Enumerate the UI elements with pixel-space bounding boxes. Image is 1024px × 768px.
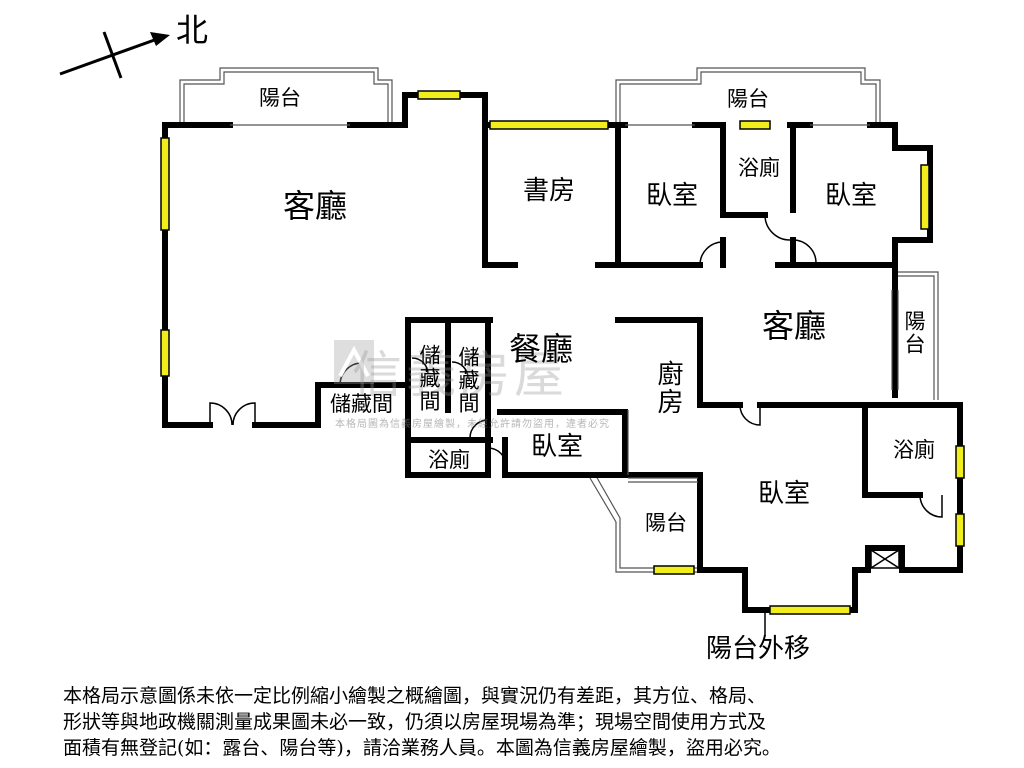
room-storage-2: 儲藏間 bbox=[417, 344, 441, 413]
thin-walls bbox=[230, 124, 899, 483]
room-dining: 餐廳 bbox=[509, 330, 574, 368]
balcony-outline-right bbox=[895, 271, 939, 400]
brand-logo-icon bbox=[334, 340, 374, 384]
room-balcony-small: 陽台 bbox=[645, 511, 687, 535]
room-bathroom-1: 浴廁 bbox=[738, 156, 780, 180]
disclaimer-line-3: 面積有無登記(如：露台、陽台等)，請洽業務人員。本圖為信義房屋繪製，盜用必究。 bbox=[63, 737, 781, 759]
watermark-brand: 信義房屋 bbox=[352, 346, 568, 404]
room-storage-1: 儲藏間 bbox=[330, 392, 393, 416]
room-bedroom-3: 臥室 bbox=[531, 432, 584, 462]
north-label: 北 bbox=[176, 11, 209, 49]
doors bbox=[209, 214, 943, 518]
room-balcony-top-right: 陽台 bbox=[727, 87, 769, 111]
room-bathroom-3: 浴廁 bbox=[893, 438, 935, 462]
room-living-2: 客廳 bbox=[762, 307, 827, 345]
balcony-outline-top-left bbox=[179, 67, 393, 125]
north-arrow-icon bbox=[59, 31, 170, 79]
room-living-main: 客廳 bbox=[283, 187, 348, 225]
balcony-outline-top-right bbox=[615, 67, 881, 125]
room-bathroom-2: 浴廁 bbox=[428, 448, 470, 472]
room-balcony-top-left: 陽台 bbox=[259, 86, 301, 110]
room-kitchen: 廚房 bbox=[653, 360, 683, 416]
room-balcony-moved-out: 陽台外移 bbox=[706, 634, 811, 664]
room-balcony-right: 陽台 bbox=[902, 310, 926, 356]
room-bedroom-2: 臥室 bbox=[825, 181, 878, 211]
shaft-marker-icon bbox=[870, 549, 900, 569]
room-bedroom-master: 臥室 bbox=[758, 479, 811, 509]
disclaimer-line-1: 本格局示意圖係未依一定比例縮小繪製之概繪圖，與實況仍有差距，其方位、格局、 bbox=[63, 685, 767, 707]
disclaimer-line-2: 形狀等與地政機關測量成果圖未必一致，仍須以房屋現場為準；現場空間使用方式及 bbox=[63, 711, 767, 733]
room-study: 書房 bbox=[523, 176, 576, 206]
disclaimer: 本格局示意圖係未依一定比例縮小繪製之概繪圖，與實況仍有差距，其方位、格局、 形狀… bbox=[63, 683, 963, 761]
windows bbox=[160, 90, 965, 615]
room-bedroom-1: 臥室 bbox=[646, 181, 699, 211]
room-storage-3: 儲藏間 bbox=[456, 346, 480, 415]
watermark-note: 本格局圖為信義房屋繪製，未經允許請勿盜用，違者必究 bbox=[335, 419, 610, 430]
